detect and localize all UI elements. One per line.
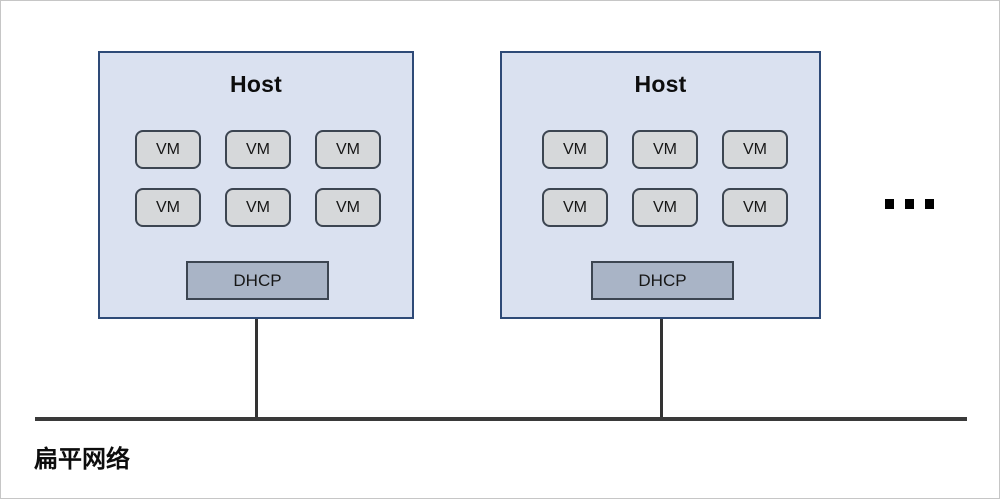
host-box-1[interactable]: Host VM VM VM VM VM VM DHCP — [98, 51, 414, 319]
vm-label: VM — [743, 140, 767, 158]
vm-label: VM — [653, 198, 677, 216]
host-bus-connector-1 — [255, 319, 258, 419]
dhcp-label: DHCP — [638, 270, 687, 290]
vm-box[interactable]: VM — [722, 188, 788, 227]
vm-box[interactable]: VM — [135, 188, 201, 227]
vm-label: VM — [156, 140, 180, 158]
network-label: 扁平网络 — [34, 446, 130, 473]
ellipsis-dot — [925, 199, 934, 209]
ellipsis-dot — [885, 199, 894, 209]
vm-label: VM — [563, 198, 587, 216]
vm-box[interactable]: VM — [135, 130, 201, 169]
vm-box[interactable]: VM — [722, 130, 788, 169]
host-title-1: Host — [230, 71, 282, 97]
host-title-2: Host — [634, 71, 687, 97]
vm-box[interactable]: VM — [225, 188, 291, 227]
vm-label: VM — [156, 198, 180, 216]
dhcp-box[interactable]: DHCP — [591, 261, 734, 300]
vm-label: VM — [653, 140, 677, 158]
vm-box[interactable]: VM — [632, 130, 698, 169]
host-box-2[interactable]: Host VM VM VM VM VM VM DHCP — [500, 51, 821, 319]
host-bus-connector-2 — [660, 319, 663, 419]
flat-network-bus — [35, 417, 967, 421]
dhcp-label: DHCP — [233, 270, 282, 290]
ellipsis-dot — [905, 199, 914, 209]
vm-label: VM — [336, 198, 360, 216]
vm-box[interactable]: VM — [315, 130, 381, 169]
vm-label: VM — [563, 140, 587, 158]
dhcp-box[interactable]: DHCP — [186, 261, 329, 300]
vm-box[interactable]: VM — [315, 188, 381, 227]
vm-box[interactable]: VM — [225, 130, 291, 169]
vm-box[interactable]: VM — [542, 188, 608, 227]
vm-box[interactable]: VM — [542, 130, 608, 169]
vm-label: VM — [743, 198, 767, 216]
vm-label: VM — [246, 198, 270, 216]
vm-label: VM — [246, 140, 270, 158]
more-hosts-ellipsis-icon — [885, 199, 934, 209]
vm-box[interactable]: VM — [632, 188, 698, 227]
vm-label: VM — [336, 140, 360, 158]
